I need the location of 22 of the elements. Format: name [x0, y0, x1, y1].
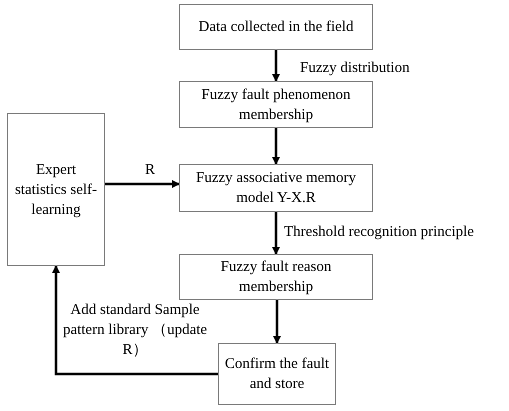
- box-text: Fuzzy fault reason membership: [220, 258, 332, 297]
- arrow: [273, 300, 281, 344]
- box-text: Expert statistics self-learning: [14, 160, 98, 220]
- edge-label: Threshold recognition principle: [284, 223, 475, 242]
- box-text: Fuzzy associative memory model Y-X.R: [195, 169, 357, 208]
- arrow: [272, 212, 280, 255]
- process-box: [179, 164, 373, 212]
- box-text: Fuzzy fault phenomenon membership: [200, 86, 352, 124]
- edge-label: Fuzzy distribution: [300, 59, 411, 78]
- box-text: Confirm the fault and store: [224, 355, 330, 394]
- process-box: [179, 81, 373, 128]
- process-box: [179, 254, 373, 300]
- process-box: [218, 343, 336, 405]
- arrow: [272, 50, 280, 82]
- box-text: Data collected in the field: [198, 18, 354, 37]
- arrow: [272, 128, 280, 165]
- edge-label: R: [144, 161, 156, 180]
- arrow: [105, 180, 180, 188]
- arrow: [52, 265, 218, 376]
- edge-label: Add standard Sample pattern library （update R）: [62, 301, 208, 360]
- process-box: [7, 113, 105, 266]
- process-box: [179, 4, 373, 50]
